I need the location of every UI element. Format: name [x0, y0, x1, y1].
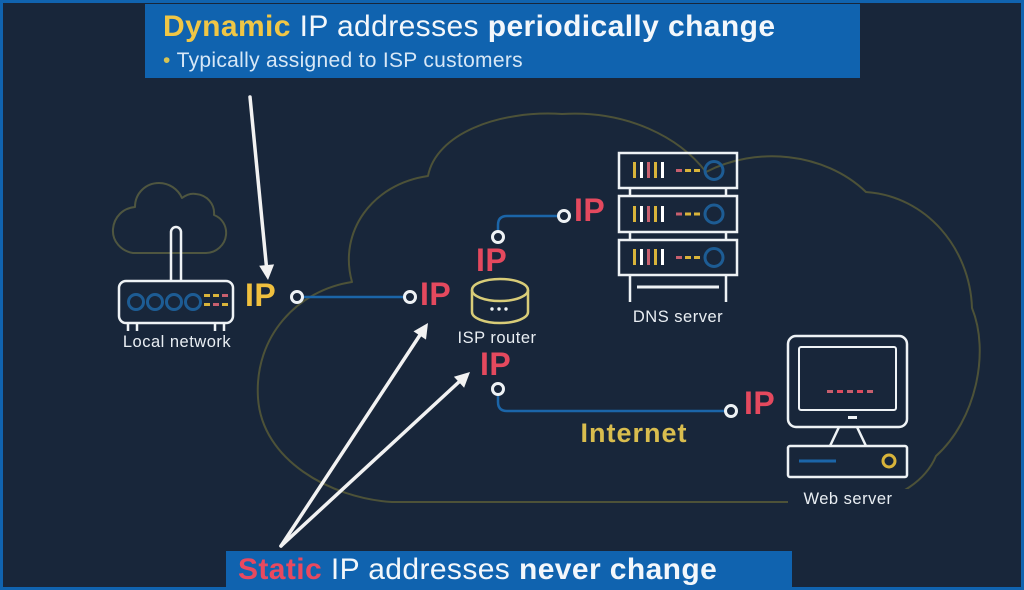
dynamic-banner-title: Dynamic IP addresses periodically change: [163, 7, 860, 47]
pointer-arrows: [248, 95, 470, 548]
web-server-computer-icon: [786, 334, 909, 479]
local-cloud-icon: [111, 182, 228, 254]
dynamic-banner-subtitle: •Typically assigned to ISP customers: [163, 47, 860, 75]
internet-label: Internet: [580, 418, 688, 448]
dynamic-banner: Dynamic IP addresses periodically change…: [145, 4, 860, 78]
connection-node-circles: [290, 209, 738, 418]
dynamic-subtitle-text: Typically assigned to ISP customers: [176, 49, 523, 72]
ip-label-isp-web-link: IP: [480, 346, 512, 382]
static-highlight-text: Static: [238, 553, 323, 586]
static-middle-text: IP addresses: [330, 553, 511, 586]
connection-lines: [303, 214, 724, 413]
dynamic-emphasis-text: periodically change: [487, 10, 776, 43]
dynamic-highlight-text: Dynamic: [163, 10, 291, 43]
wifi-router-icon: [117, 225, 235, 331]
ip-label-web-server: IP: [744, 385, 776, 421]
internet-cloud-icon: [256, 112, 981, 503]
isp-router-cylinder-icon: [470, 277, 530, 325]
static-banner: Static IP addresses never change: [226, 551, 792, 590]
ip-label-local-network: IP: [245, 277, 277, 313]
bullet-icon: •: [163, 49, 171, 72]
dns-server-rack-icon: [617, 151, 739, 302]
static-emphasis-text: never change: [518, 553, 718, 586]
web-server-label: Web server: [788, 489, 908, 509]
ip-label-isp-wan: IP: [420, 276, 452, 312]
ip-label-dns-server: IP: [574, 192, 606, 228]
local-network-label: Local network: [122, 333, 232, 351]
isp-router-label: ISP router: [457, 329, 537, 347]
ip-label-isp-dns-link: IP: [476, 242, 508, 278]
dns-server-label: DNS server: [632, 308, 724, 326]
dynamic-middle-text: IP addresses: [299, 10, 479, 43]
